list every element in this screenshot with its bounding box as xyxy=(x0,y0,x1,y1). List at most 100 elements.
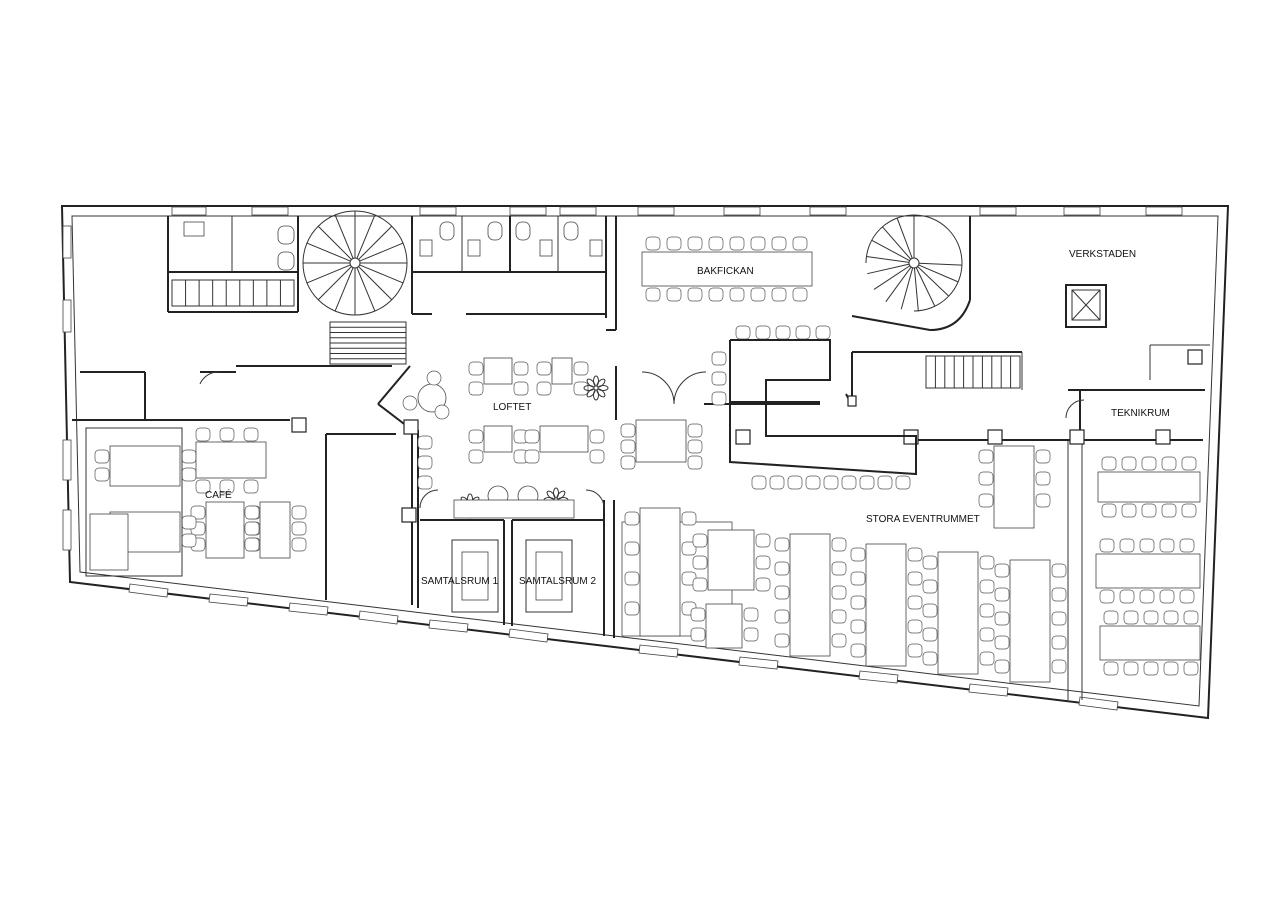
chair xyxy=(624,511,640,526)
chair xyxy=(1119,538,1135,553)
chair xyxy=(1163,661,1179,676)
chair xyxy=(1183,661,1199,676)
table xyxy=(483,357,513,385)
chair xyxy=(666,287,682,302)
table xyxy=(789,533,831,657)
chair xyxy=(774,561,790,576)
chair xyxy=(994,659,1010,674)
chair xyxy=(979,627,995,642)
chair xyxy=(850,595,866,610)
chair xyxy=(1035,493,1051,508)
plant-leaf xyxy=(583,385,595,391)
plant-leaf xyxy=(553,487,559,499)
chair xyxy=(1121,456,1137,471)
chair xyxy=(181,467,197,482)
plant-leaf xyxy=(596,378,606,388)
table xyxy=(937,551,979,675)
room-label-stora-eventrummet: STORA EVENTRUMMET xyxy=(866,514,980,525)
chair xyxy=(620,439,636,454)
chair xyxy=(850,547,866,562)
chair xyxy=(666,236,682,251)
room-label-loftet: LOFTET xyxy=(493,402,531,413)
chair xyxy=(708,287,724,302)
chair xyxy=(681,511,697,526)
chair xyxy=(907,595,923,610)
chair xyxy=(244,505,260,520)
chair xyxy=(687,236,703,251)
room-label-samtalsrum-1: SAMTALSRUM 1 xyxy=(421,576,498,587)
chair xyxy=(850,643,866,658)
top-windows xyxy=(171,206,1183,216)
chair xyxy=(831,561,847,576)
chair xyxy=(1143,661,1159,676)
chair xyxy=(524,429,540,444)
chair xyxy=(907,547,923,562)
chair xyxy=(922,579,938,594)
chair xyxy=(1179,538,1195,553)
table xyxy=(635,419,687,463)
chair xyxy=(1181,503,1197,518)
plant-leaf xyxy=(593,375,599,387)
room-label-verkstaden: VERKSTADEN xyxy=(1069,249,1136,260)
table xyxy=(195,441,267,479)
chair xyxy=(1035,449,1051,464)
chair xyxy=(859,475,875,490)
table xyxy=(205,501,245,559)
chair xyxy=(750,287,766,302)
chair xyxy=(513,381,529,396)
chair xyxy=(711,371,727,386)
chair xyxy=(536,361,552,376)
table xyxy=(993,445,1035,529)
chair xyxy=(994,611,1010,626)
stair-right xyxy=(925,355,1021,389)
columns xyxy=(291,349,1203,523)
chair xyxy=(1103,661,1119,676)
chair xyxy=(792,236,808,251)
spiral-stair-right xyxy=(865,214,963,312)
chair xyxy=(1161,503,1177,518)
chair xyxy=(907,571,923,586)
chair xyxy=(468,449,484,464)
chair xyxy=(922,627,938,642)
chair xyxy=(244,521,260,536)
chair xyxy=(513,361,529,376)
chair xyxy=(1159,589,1175,604)
chair xyxy=(831,609,847,624)
chair xyxy=(181,515,197,530)
room-label-cafe: CAFÉ xyxy=(205,488,232,501)
chair xyxy=(729,287,745,302)
chair xyxy=(1101,503,1117,518)
chair xyxy=(850,619,866,634)
table xyxy=(705,603,743,649)
chair xyxy=(774,537,790,552)
chair xyxy=(755,555,771,570)
left-windows xyxy=(62,225,72,551)
chair xyxy=(692,533,708,548)
chair xyxy=(850,571,866,586)
chair xyxy=(907,643,923,658)
chair xyxy=(1103,610,1119,625)
chair xyxy=(831,633,847,648)
chair xyxy=(1161,456,1177,471)
chair xyxy=(877,475,893,490)
chair xyxy=(994,563,1010,578)
chair xyxy=(1123,661,1139,676)
chair xyxy=(573,381,589,396)
chair xyxy=(907,619,923,634)
table xyxy=(865,543,907,667)
room-label-bakfickan: BAKFICKAN xyxy=(697,266,754,277)
chair xyxy=(417,455,433,470)
chair xyxy=(690,607,706,622)
bottom-windows xyxy=(128,583,1119,711)
stair-center xyxy=(329,321,407,365)
plant-leaf xyxy=(597,385,609,391)
chair xyxy=(922,651,938,666)
plant-leaf xyxy=(546,490,556,500)
chair xyxy=(787,475,803,490)
chair xyxy=(795,325,811,340)
chair xyxy=(692,577,708,592)
chair xyxy=(1163,610,1179,625)
chair xyxy=(978,493,994,508)
chair xyxy=(219,479,235,494)
furniture xyxy=(94,236,1201,683)
